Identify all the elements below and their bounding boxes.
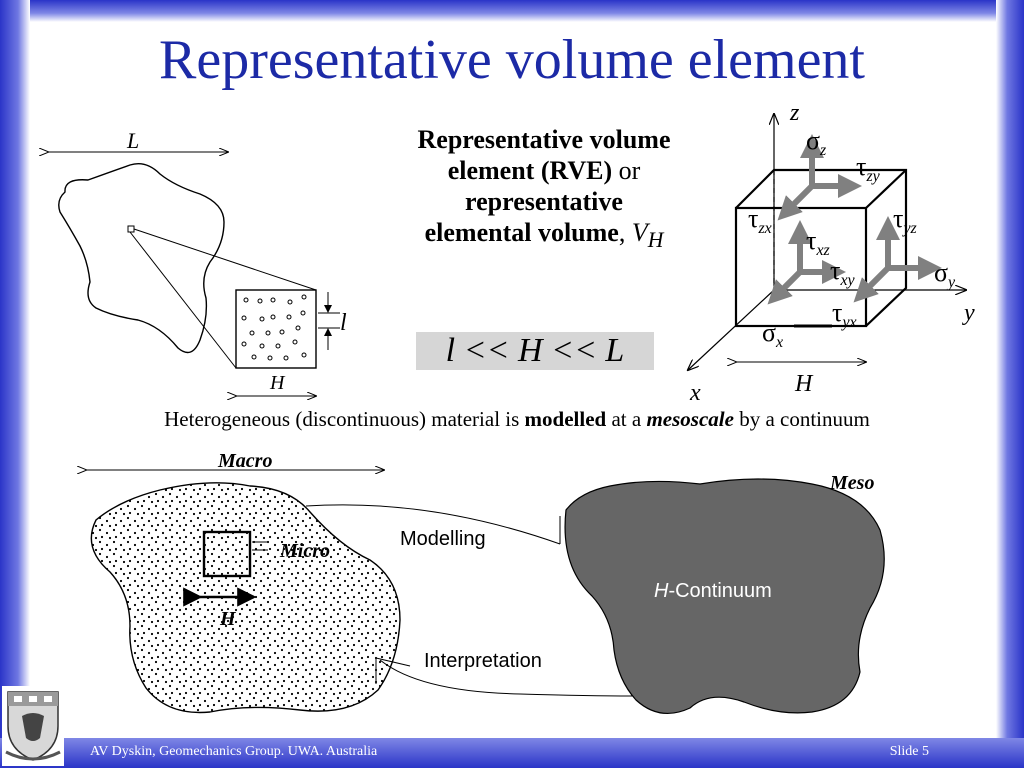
frame-top [0, 0, 1024, 22]
rve-def-line1: Representative volume [417, 125, 671, 154]
sigma-x-sub: x [776, 334, 784, 352]
label-L: L [127, 128, 140, 153]
sigma-y-sub: y [948, 274, 956, 292]
tau-yz-symbol: τ [893, 204, 904, 233]
zoom-line-upper [133, 228, 317, 291]
axis-label-z: z [790, 100, 800, 126]
label-micro: Micro [280, 540, 330, 562]
sigma-x-label: σx [762, 318, 783, 352]
tau-zy-label: τzy [856, 152, 880, 186]
tau-xz-sub: xz [816, 242, 830, 260]
x-axis [688, 289, 775, 370]
frame-right [996, 0, 1024, 768]
label-l: l [340, 310, 347, 336]
scale-inequality: l << H << L [416, 332, 654, 370]
tau-xy-symbol: τ [830, 256, 841, 285]
continuum-H: H [654, 580, 669, 602]
tau-zx-symbol: τ [748, 204, 759, 233]
label-modelling: Modelling [400, 528, 486, 550]
modelling-curve [305, 504, 561, 545]
axis-label-x: x [690, 380, 701, 406]
volume-subscript: H [647, 228, 664, 253]
tau-xy-sub: xy [840, 272, 855, 290]
rve-def-line3: representative [465, 187, 623, 216]
volume-symbol: V [631, 218, 648, 247]
sigma-y-symbol: σ [934, 258, 949, 287]
label-meso: Meso [830, 472, 875, 494]
tau-xz-label: τxz [806, 226, 830, 260]
zoom-line-lower [129, 231, 237, 369]
continuum-rest: -Continuum [668, 580, 772, 602]
rve-def-line4: elemental volume [424, 218, 619, 247]
label-h-continuum: H-Continuum [654, 580, 772, 603]
tau-xy-label: τxy [830, 256, 855, 290]
slide-title: Representative volume element [159, 29, 865, 91]
hetero-part2: at a [606, 407, 647, 431]
micro-square [202, 530, 252, 578]
frame-left [0, 0, 30, 768]
label-H-bottom: H [220, 608, 236, 630]
hetero-modelled: modelled [524, 407, 607, 431]
rve-def-or: or [612, 156, 641, 185]
sigma-z-symbol: σ [806, 126, 821, 155]
label-macro: Macro [218, 450, 273, 472]
interpretation-curve [379, 659, 633, 697]
cube-label-H: H [795, 371, 813, 397]
rve-def-line2: element (RVE) [447, 156, 613, 185]
tau-zy-sub: zy [866, 168, 880, 186]
tau-yz-label: τyz [893, 204, 917, 238]
sigma-x-symbol: σ [762, 318, 777, 347]
footer-author: AV Dyskin, Geomechanics Group. UWA. Aust… [90, 744, 378, 759]
tau-zy-symbol: τ [856, 152, 867, 181]
rve-enlarged-square [235, 289, 317, 369]
microstructure-dots [241, 294, 307, 361]
sigma-y-label: σy [934, 258, 955, 292]
tau-zx-sub: zx [758, 220, 772, 238]
rve-def-comma: , [618, 218, 632, 247]
rve-definition: Representative volume element (RVE) or r… [372, 124, 716, 256]
tau-zx-label: τzx [748, 204, 772, 238]
stress-arrows [767, 134, 942, 305]
hetero-part1: Heterogeneous (discontinuous) material i… [164, 407, 525, 431]
footer-slide-number: Slide 5 [889, 744, 929, 759]
heterogeneous-sentence: Heterogeneous (discontinuous) material i… [0, 406, 1024, 432]
h-continuum-shape [564, 478, 885, 715]
label-H-small: H [270, 372, 285, 394]
label-interpretation: Interpretation [424, 650, 542, 672]
axis-label-y: y [964, 300, 975, 326]
tau-xz-symbol: τ [806, 226, 817, 255]
tau-yz-sub: yz [903, 220, 917, 238]
material-blob [58, 162, 225, 354]
sigma-z-sub: z [820, 142, 827, 160]
tau-yx-label: τyx [832, 298, 857, 332]
tau-yx-sub: yx [842, 314, 857, 332]
footer-bar [0, 738, 1024, 768]
hetero-part3: by a continuum [733, 407, 870, 431]
tau-yx-symbol: τ [832, 298, 843, 327]
university-crest-logo [2, 686, 64, 766]
sigma-z-label: σz [806, 126, 826, 160]
hetero-mesoscale: mesoscale [646, 407, 734, 431]
